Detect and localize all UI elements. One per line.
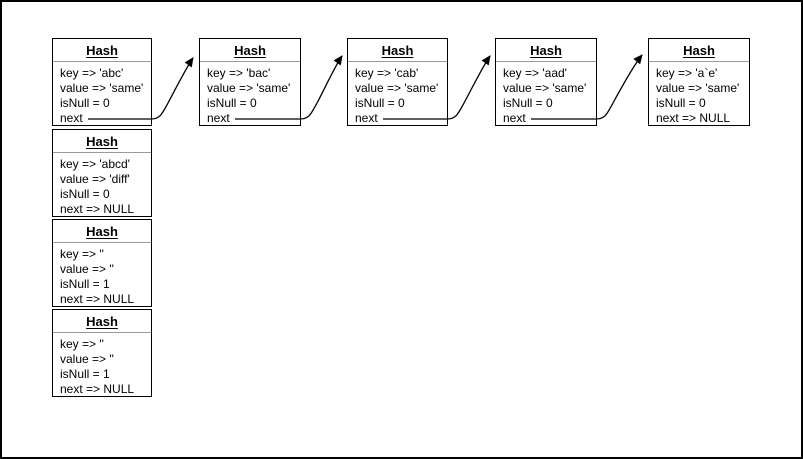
hash-node-body: key => 'cab' value => 'same' isNull = 0 … bbox=[348, 62, 447, 126]
hash-node-abcd: Hash key => 'abcd' value => 'diff' isNul… bbox=[52, 129, 152, 217]
isnull-field: isNull = 0 bbox=[503, 96, 553, 110]
key-field: key => '' bbox=[60, 247, 104, 261]
hash-node-cab: Hash key => 'cab' value => 'same' isNull… bbox=[347, 38, 448, 126]
next-field: next => NULL bbox=[656, 111, 731, 125]
hash-node-body: key => 'bac' value => 'same' isNull = 0 … bbox=[200, 62, 300, 126]
key-field: key => 'cab' bbox=[355, 66, 419, 80]
next-field: next bbox=[60, 111, 83, 125]
hash-node-body: key => '' value => '' isNull = 1 next =>… bbox=[53, 243, 151, 307]
isnull-field: isNull = 1 bbox=[60, 367, 110, 381]
hash-node-title: Hash bbox=[200, 39, 300, 62]
value-field: value => 'same' bbox=[656, 81, 740, 95]
hash-node-title: Hash bbox=[53, 130, 151, 153]
hash-node-empty-1: Hash key => '' value => '' isNull = 1 ne… bbox=[52, 219, 152, 307]
hash-node-aad: Hash key => 'aad' value => 'same' isNull… bbox=[495, 38, 597, 126]
hash-node-title: Hash bbox=[53, 220, 151, 243]
isnull-field: isNull = 0 bbox=[355, 96, 405, 110]
hash-node-title: Hash bbox=[348, 39, 447, 62]
hash-node-title: Hash bbox=[649, 39, 749, 62]
hash-node-empty-2: Hash key => '' value => '' isNull = 1 ne… bbox=[52, 309, 152, 397]
isnull-field: isNull = 0 bbox=[60, 187, 110, 201]
isnull-field: isNull = 1 bbox=[60, 277, 110, 291]
isnull-field: isNull = 0 bbox=[656, 96, 706, 110]
key-field: key => '' bbox=[60, 337, 104, 351]
key-field: key => 'bac' bbox=[207, 66, 271, 80]
hash-node-abc: Hash key => 'abc' value => 'same' isNull… bbox=[52, 38, 152, 126]
isnull-field: isNull = 0 bbox=[207, 96, 257, 110]
next-field: next bbox=[503, 111, 526, 125]
value-field: value => 'same' bbox=[503, 81, 587, 95]
hash-node-body: key => 'a`e' value => 'same' isNull = 0 … bbox=[649, 62, 749, 126]
hash-node-body: key => 'aad' value => 'same' isNull = 0 … bbox=[496, 62, 596, 126]
value-field: value => 'same' bbox=[60, 81, 144, 95]
next-field: next bbox=[207, 111, 230, 125]
key-field: key => 'aad' bbox=[503, 66, 567, 80]
hash-node-body: key => 'abcd' value => 'diff' isNull = 0… bbox=[53, 153, 151, 217]
key-field: key => 'a`e' bbox=[656, 66, 718, 80]
next-field: next => NULL bbox=[60, 292, 135, 306]
hash-node-title: Hash bbox=[53, 39, 151, 62]
value-field: value => 'diff' bbox=[60, 172, 130, 186]
value-field: value => 'same' bbox=[355, 81, 439, 95]
hash-node-body: key => '' value => '' isNull = 1 next =>… bbox=[53, 333, 151, 397]
value-field: value => 'same' bbox=[207, 81, 291, 95]
hash-node-body: key => 'abc' value => 'same' isNull = 0 … bbox=[53, 62, 151, 126]
key-field: key => 'abcd' bbox=[60, 157, 130, 171]
hash-node-bac: Hash key => 'bac' value => 'same' isNull… bbox=[199, 38, 301, 126]
value-field: value => '' bbox=[60, 262, 114, 276]
value-field: value => '' bbox=[60, 352, 114, 366]
key-field: key => 'abc' bbox=[60, 66, 124, 80]
hash-node-title: Hash bbox=[53, 310, 151, 333]
next-field: next => NULL bbox=[60, 202, 135, 216]
hash-node-title: Hash bbox=[496, 39, 596, 62]
next-field: next bbox=[355, 111, 378, 125]
hash-node-a-backtick-e: Hash key => 'a`e' value => 'same' isNull… bbox=[648, 38, 750, 126]
isnull-field: isNull = 0 bbox=[60, 96, 110, 110]
next-field: next => NULL bbox=[60, 382, 135, 396]
